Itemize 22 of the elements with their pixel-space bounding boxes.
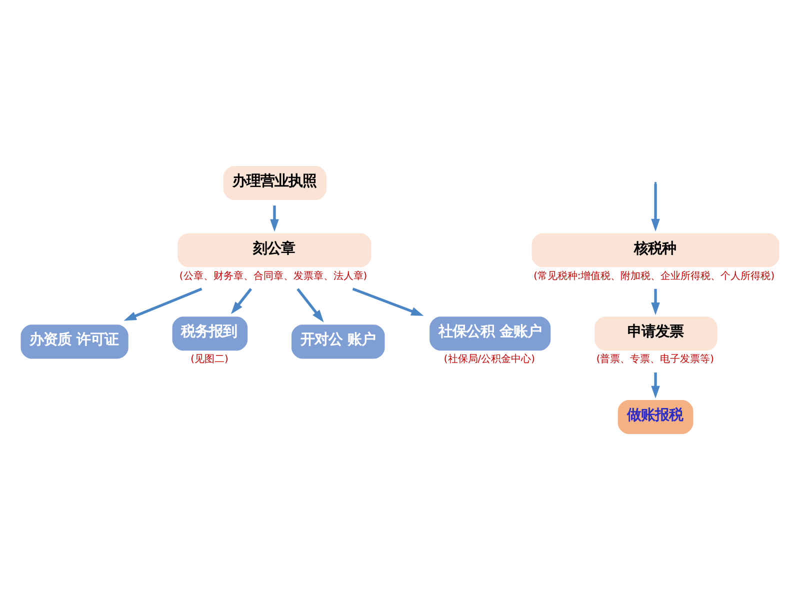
node-box: 办理营业执照 [223, 166, 326, 200]
arrow [651, 288, 660, 316]
arrow [270, 206, 279, 232]
node-box: 核税种 [532, 233, 780, 268]
node-label: (社保局/公积金中心) [444, 354, 535, 366]
arrow [230, 288, 252, 314]
node-box: 刻公章 [178, 233, 372, 268]
node-box: 社保公积 金账户 [430, 316, 551, 351]
arrow [296, 288, 324, 322]
arrow [651, 184, 660, 232]
arrow [124, 288, 202, 321]
arrow [352, 288, 424, 316]
node-box: 税务报到 [172, 316, 248, 351]
node-box: 办资质 许可证 [20, 324, 128, 359]
node-label: (常见税种:增值税、附加税、企业所得税、个人所得税) [534, 270, 775, 282]
node-box: 申请发票 [594, 316, 718, 351]
node-box: 开对公 账户 [292, 324, 385, 359]
node-label: (见图二) [190, 354, 228, 366]
node-label: (公章、财务章、合同章、发票章、法人章) [179, 270, 368, 282]
node-box: 做账报税 [618, 400, 694, 434]
arrow [651, 372, 660, 398]
node-label: (普票、专票、电子发票等) [596, 354, 714, 366]
